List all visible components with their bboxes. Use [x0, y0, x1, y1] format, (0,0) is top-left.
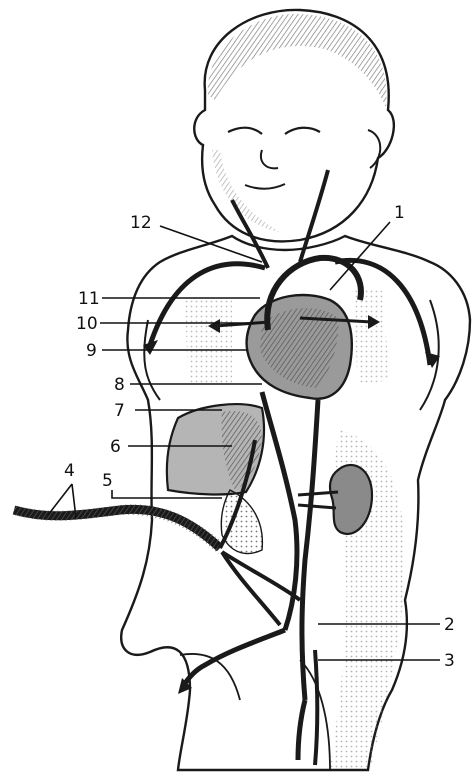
- nose: [261, 150, 278, 168]
- label-8: 8: [114, 375, 125, 395]
- label-3: 3: [444, 651, 455, 671]
- label-11: 11: [78, 289, 100, 309]
- chest-shading-left: [185, 300, 232, 385]
- label-6: 6: [110, 437, 121, 457]
- label-9: 9: [86, 341, 97, 361]
- iliac-left: [182, 630, 285, 688]
- umbilical-artery-left: [222, 552, 280, 625]
- label-1: 1: [394, 203, 405, 223]
- mouth: [245, 184, 285, 189]
- chest-shading-right: [352, 290, 390, 385]
- label-4: 4: [64, 461, 75, 481]
- label-10: 10: [76, 314, 98, 334]
- femoral-right-2: [315, 650, 317, 765]
- label-2: 2: [444, 615, 455, 635]
- femoral-right: [298, 700, 305, 760]
- leader-4a: [48, 484, 72, 515]
- umbilical-artery-right: [222, 552, 300, 600]
- left-eye: [228, 128, 262, 134]
- umbilical-cord-twist: [14, 504, 222, 554]
- left-carotid: [300, 170, 328, 262]
- label-12: 12: [130, 213, 152, 233]
- right-eye: [285, 128, 320, 134]
- label-7: 7: [114, 401, 125, 421]
- cheek-shade: [212, 150, 280, 232]
- label-5: 5: [102, 471, 113, 491]
